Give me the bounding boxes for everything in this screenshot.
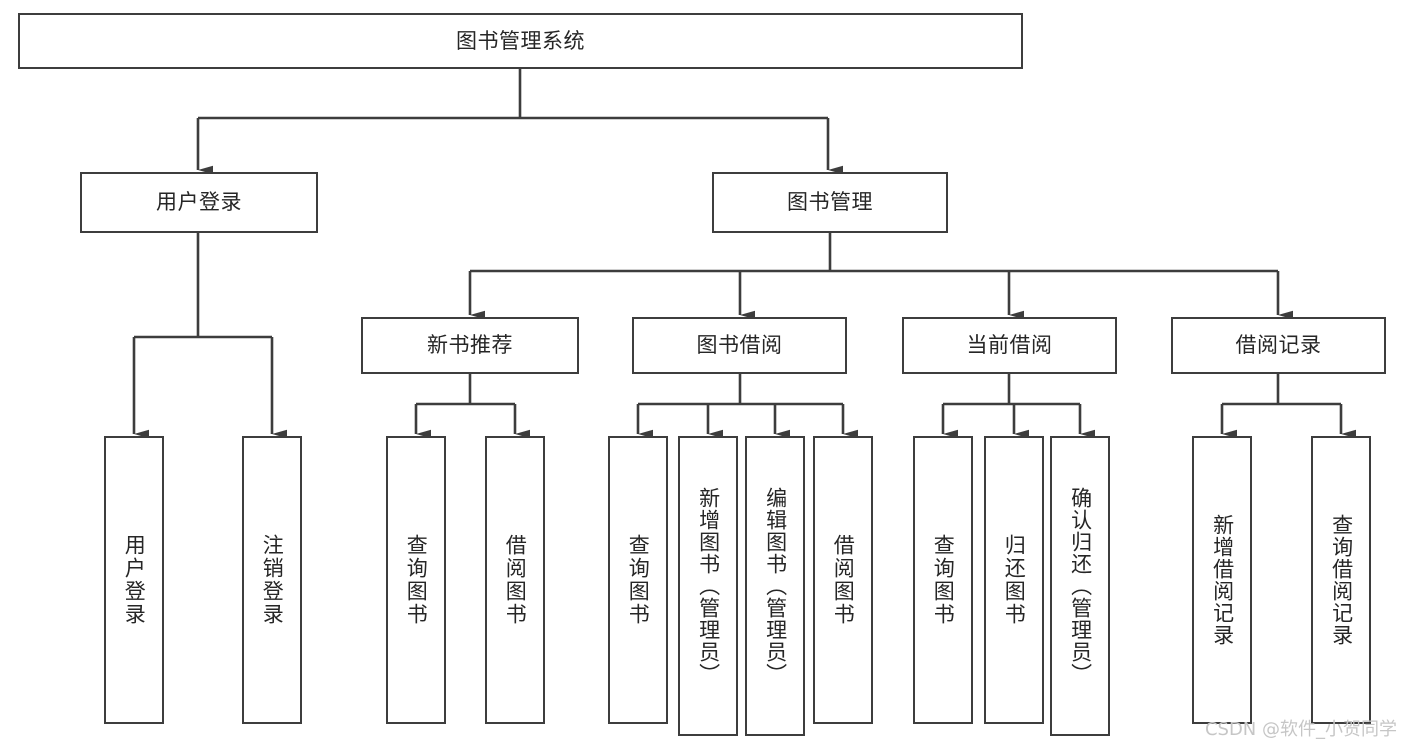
- node-book-borrow[interactable]: 图书借阅: [632, 317, 847, 374]
- csdn-watermark: CSDN @软件_小贺同学: [1204, 719, 1397, 740]
- node-book-borrow-label: 图书借阅: [696, 333, 783, 358]
- node-leaf-query-book-1-label: 查询图书: [404, 534, 429, 626]
- node-leaf-user-login[interactable]: 用户登录: [104, 436, 164, 724]
- node-leaf-confirm-return-admin[interactable]: 确认归还（管理员）: [1050, 436, 1110, 736]
- node-borrow-records-label: 借阅记录: [1235, 333, 1322, 358]
- node-book-management[interactable]: 图书管理: [712, 172, 948, 233]
- node-leaf-query-book-3-label: 查询图书: [931, 534, 956, 626]
- node-current-borrow-label: 当前借阅: [966, 333, 1053, 358]
- node-leaf-user-logout[interactable]: 注销登录: [242, 436, 302, 724]
- node-leaf-return-book-label: 归还图书: [1002, 534, 1027, 626]
- node-leaf-query-book-2[interactable]: 查询图书: [608, 436, 668, 724]
- node-leaf-confirm-return-admin-label: 确认归还（管理员）: [1068, 487, 1093, 685]
- node-leaf-query-book-1[interactable]: 查询图书: [386, 436, 446, 724]
- node-leaf-borrow-book-2-label: 借阅图书: [831, 534, 856, 626]
- node-book-management-label: 图书管理: [787, 190, 873, 215]
- node-leaf-query-book-3[interactable]: 查询图书: [913, 436, 973, 724]
- node-current-borrow[interactable]: 当前借阅: [902, 317, 1117, 374]
- node-leaf-borrow-book-1[interactable]: 借阅图书: [485, 436, 545, 724]
- node-leaf-add-book-admin[interactable]: 新增图书（管理员）: [678, 436, 738, 736]
- node-leaf-user-login-label: 用户登录: [122, 534, 147, 626]
- node-leaf-query-borrow-record-label: 查询借阅记录: [1329, 514, 1354, 646]
- node-leaf-add-borrow-record[interactable]: 新增借阅记录: [1192, 436, 1252, 724]
- node-leaf-add-borrow-record-label: 新增借阅记录: [1210, 514, 1235, 646]
- node-leaf-query-borrow-record[interactable]: 查询借阅记录: [1311, 436, 1371, 724]
- node-leaf-user-logout-label: 注销登录: [260, 534, 285, 626]
- node-leaf-add-book-admin-label: 新增图书（管理员）: [696, 487, 721, 685]
- node-leaf-borrow-book-2[interactable]: 借阅图书: [813, 436, 873, 724]
- node-leaf-return-book[interactable]: 归还图书: [984, 436, 1044, 724]
- node-root-label: 图书管理系统: [456, 28, 585, 53]
- node-new-book-recommend-label: 新书推荐: [427, 333, 513, 358]
- node-leaf-edit-book-admin-label: 编辑图书（管理员）: [763, 487, 788, 685]
- node-root[interactable]: 图书管理系统: [18, 13, 1023, 69]
- node-leaf-borrow-book-1-label: 借阅图书: [503, 534, 528, 626]
- node-user-login[interactable]: 用户登录: [80, 172, 318, 233]
- node-user-login-label: 用户登录: [156, 190, 242, 215]
- node-leaf-edit-book-admin[interactable]: 编辑图书（管理员）: [745, 436, 805, 736]
- node-new-book-recommend[interactable]: 新书推荐: [361, 317, 579, 374]
- node-borrow-records[interactable]: 借阅记录: [1171, 317, 1386, 374]
- node-leaf-query-book-2-label: 查询图书: [626, 534, 651, 626]
